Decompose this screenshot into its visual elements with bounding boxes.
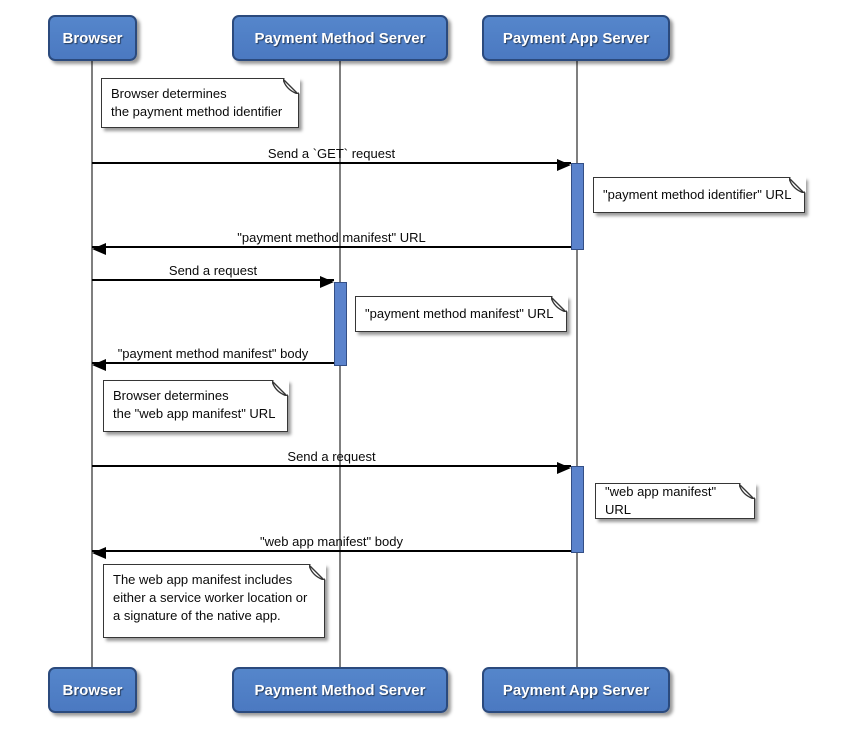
actor-payment-app-server-bottom: Payment App Server [482,667,670,713]
message-arrow [92,276,334,288]
arrowhead-left-icon [92,547,106,559]
note-web-app-manifest-url: "web app manifest" URL [595,482,756,519]
message-label: Send a request [287,449,376,464]
actor-browser-top: Browser [48,15,137,61]
note-text: "web app manifest" URL [605,484,717,517]
actor-payment-app-server-top: Payment App Server [482,15,670,61]
actor-payment-method-server-top: Payment Method Server [232,15,448,61]
note-text: The web app manifest includes either a s… [113,572,308,623]
message-label: Send a request [168,263,258,278]
note-text: "payment method manifest" URL [365,306,554,322]
note-text: Browser determines the "web app manifest… [113,388,276,421]
message-payment-method-manifest-url: "payment method manifest" URL [92,228,571,255]
arrowhead-left-icon [92,243,106,255]
message-label: Send a `GET` request [267,146,396,161]
message-label: "web app manifest" body [260,534,403,549]
message-payment-method-manifest-body: "payment method manifest" body [92,344,334,371]
note-fold-icon [789,176,806,193]
message-send-get-request: Send a `GET` request [92,144,571,171]
actor-payment-method-server-bottom: Payment Method Server [232,667,448,713]
arrowhead-right-icon [557,462,571,474]
note-fold-icon [283,77,300,94]
actor-browser-bottom: Browser [48,667,137,713]
note-fold-icon [739,482,756,499]
activation-bar-payment-app-server-1 [571,163,584,250]
note-text: "payment method identifier" URL [603,187,792,203]
message-arrow [92,359,334,371]
message-arrow [92,243,571,255]
note-fold-icon [551,295,568,312]
message-send-request-method-server: Send a request [92,261,334,288]
message-label: "payment method manifest" body [117,346,309,361]
note-text: Browser determines the payment method id… [111,86,283,119]
note-browser-determines-identifier: Browser determines the payment method id… [101,77,300,128]
note-payment-method-manifest-url: "payment method manifest" URL [355,295,568,332]
message-arrow [92,159,571,171]
activation-bar-payment-method-server [334,282,347,366]
note-payment-method-identifier-url: "payment method identifier" URL [593,176,806,213]
note-fold-icon [272,379,289,396]
message-label: "payment method manifest" URL [237,230,426,245]
note-fold-icon [309,563,326,580]
arrowhead-right-icon [320,276,334,288]
message-arrow [92,462,571,474]
arrowhead-left-icon [92,359,106,371]
lifeline-payment-app-server [576,59,578,667]
message-arrow [92,547,571,559]
activation-bar-payment-app-server-2 [571,466,584,553]
arrowhead-right-icon [557,159,571,171]
note-browser-determines-web-app-manifest: Browser determines the "web app manifest… [103,379,289,432]
message-web-app-manifest-body: "web app manifest" body [92,532,571,559]
note-web-app-manifest-contents: The web app manifest includes either a s… [103,563,326,638]
message-send-request-app-server: Send a request [92,447,571,474]
